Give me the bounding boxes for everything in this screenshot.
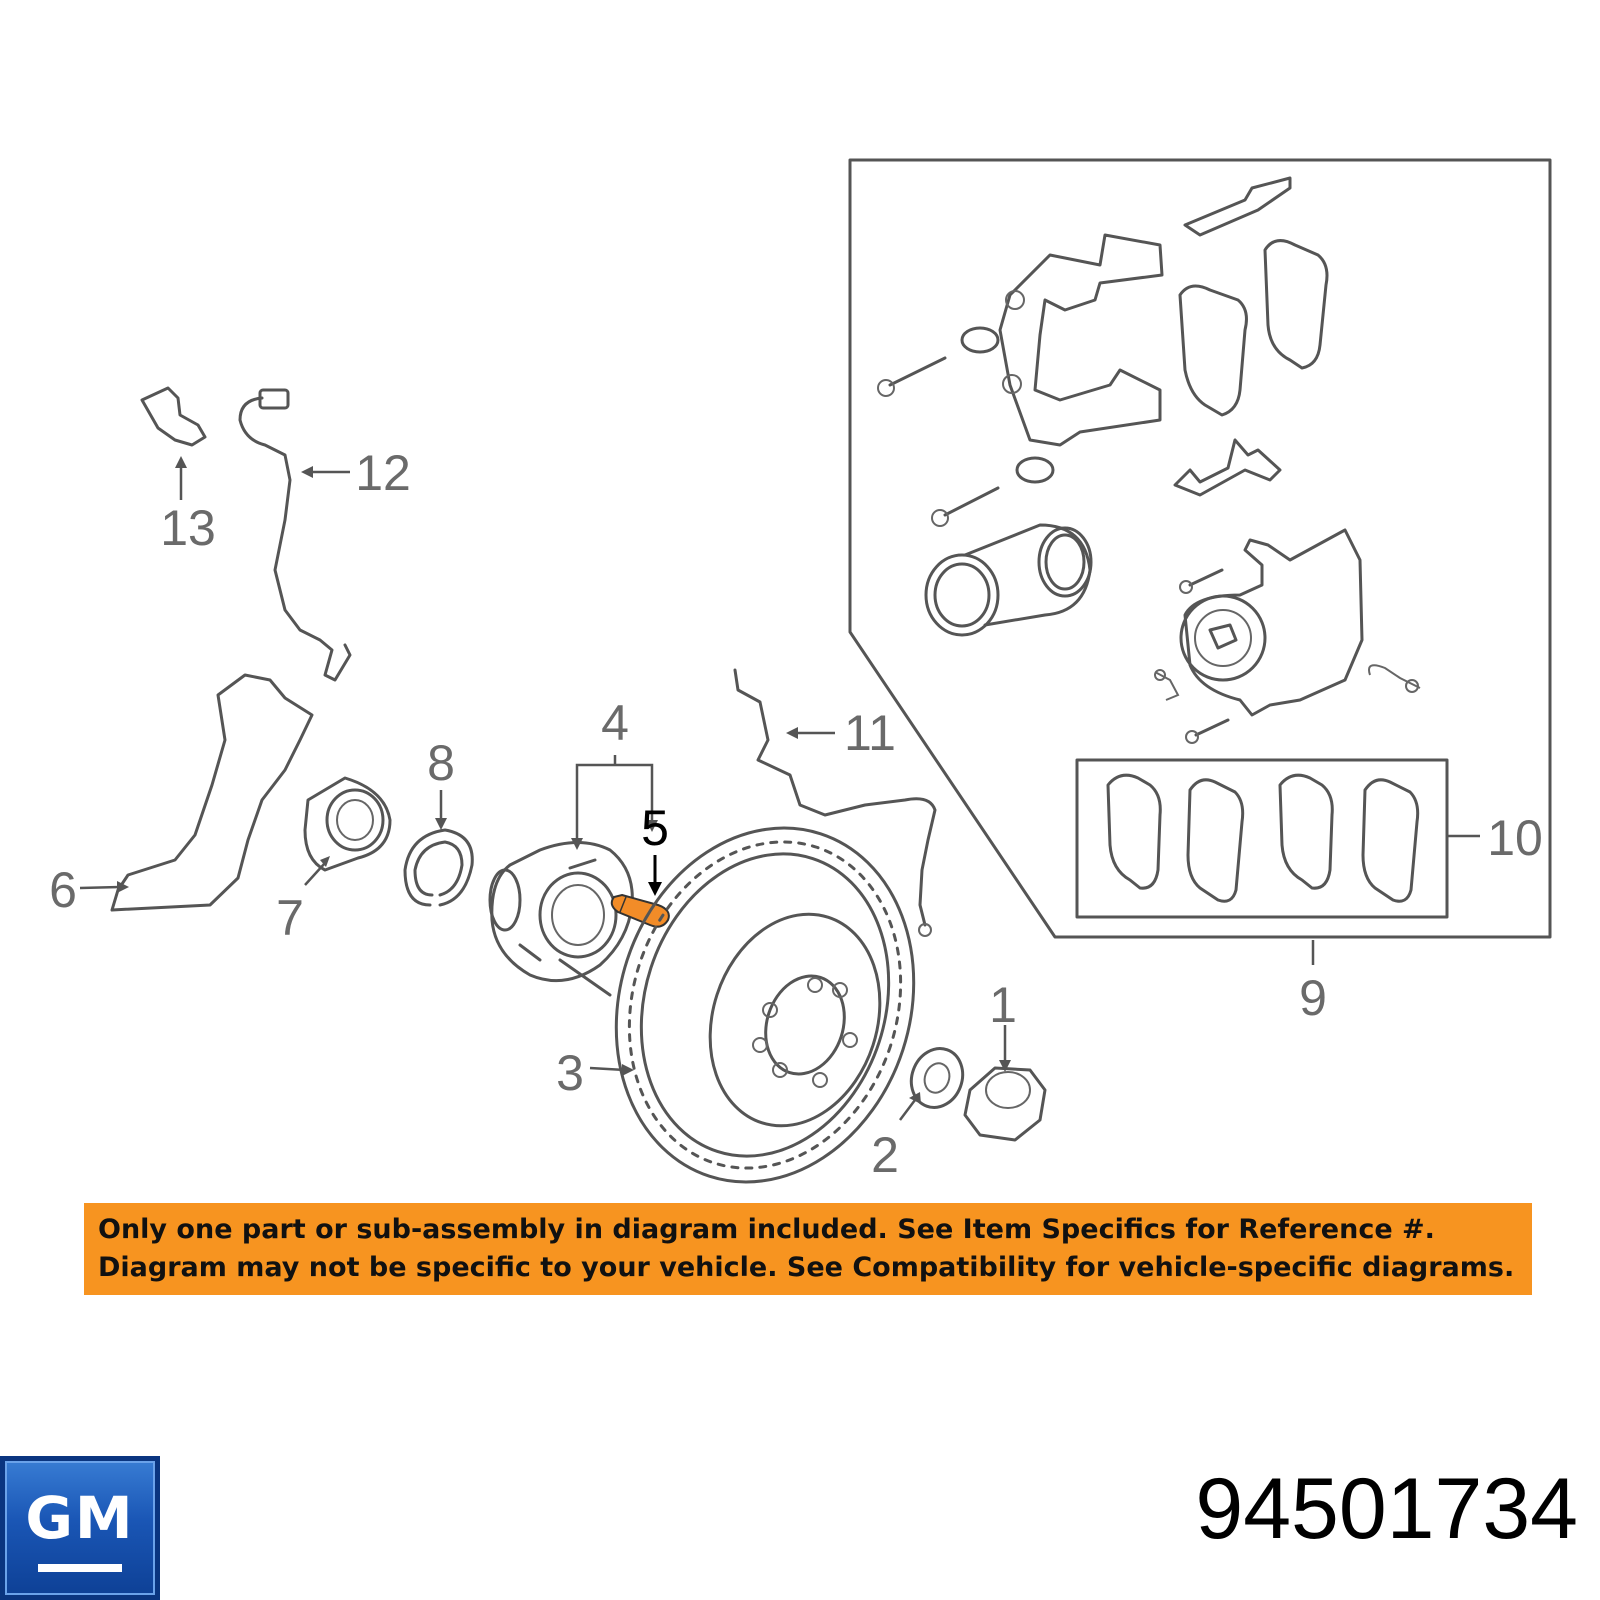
wheel-hub-drawing: [488, 841, 634, 997]
wheel-stud-highlighted: [610, 893, 670, 928]
callout-5: 5: [641, 800, 669, 856]
leader-2: [899, 1099, 916, 1121]
callout-2: 2: [871, 1127, 899, 1183]
leader-6: [79, 885, 121, 890]
part-number: 94501734: [1195, 1461, 1578, 1557]
brake-pad-box: [1075, 758, 1449, 919]
leader-3: [589, 1066, 626, 1072]
piston-drawing: [924, 523, 1093, 637]
wheel-bearing-drawing: [303, 776, 392, 872]
snap-ring-drawing: [403, 828, 474, 907]
caliper-inset-frame: [848, 158, 1552, 939]
callout-9: 9: [1299, 970, 1327, 1026]
gm-logo-underline: [38, 1564, 122, 1572]
hub-nut-drawing: [963, 1066, 1047, 1142]
callout-13: 13: [160, 500, 216, 556]
callout-3: 3: [556, 1045, 584, 1101]
gm-logo-text: GM: [25, 1484, 135, 1552]
wheel-speed-sensor-front-drawing: [733, 668, 937, 927]
callout-10: 10: [1487, 810, 1543, 866]
wheel-speed-sensor-rear-drawing: [238, 396, 352, 682]
disclaimer-line-1: Only one part or sub-assembly in diagram…: [98, 1214, 1435, 1245]
gm-logo: GM: [0, 1456, 160, 1600]
guide-pins-drawing: [877, 326, 1055, 527]
disclaimer-banner: Only one part or sub-assembly in diagram…: [84, 1203, 1532, 1295]
washer-drawing: [909, 1047, 965, 1109]
sensor-ring-terminal-11: [918, 923, 932, 937]
sensor-bracket-drawing: [140, 386, 207, 447]
callout-1: 1: [989, 977, 1017, 1033]
inner-pads-drawing: [1173, 239, 1329, 497]
caliper-housing-drawing: [1154, 528, 1421, 744]
leader-7: [304, 862, 326, 886]
callout-6: 6: [49, 862, 77, 918]
brake-pads-set-drawing: [1106, 773, 1420, 903]
splash-shield-drawing: [110, 673, 314, 912]
callout-11: 11: [844, 705, 896, 761]
callout-12: 12: [355, 445, 411, 501]
callout-7: 7: [276, 890, 304, 946]
sensor-connector-12: [258, 388, 290, 410]
callout-8: 8: [427, 735, 455, 791]
brake-rotor-drawing: [614, 826, 916, 1184]
callout-4: 4: [601, 695, 629, 751]
disclaimer-line-2: Diagram may not be specific to your vehi…: [98, 1252, 1515, 1283]
caliper-bracket-drawing: [998, 176, 1292, 447]
